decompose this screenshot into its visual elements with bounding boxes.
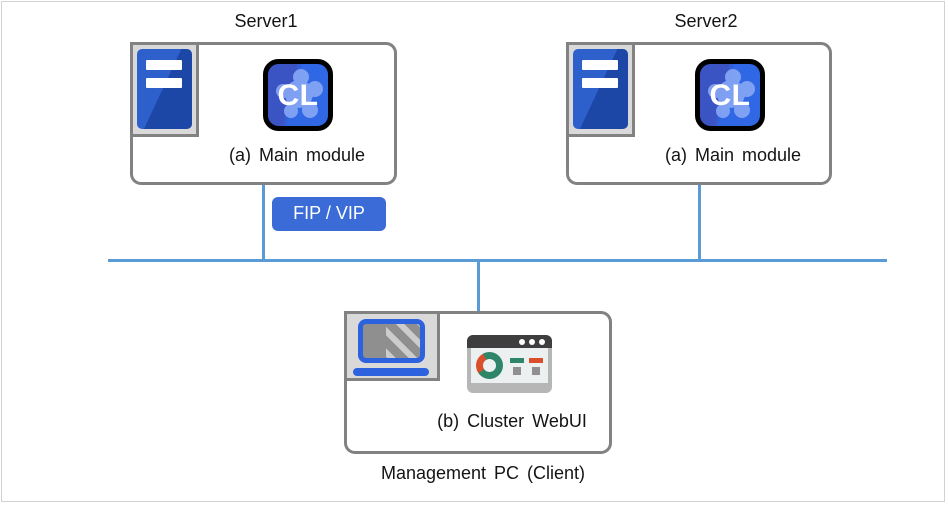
widget-bar-teal — [510, 358, 524, 363]
widget-bar-red — [529, 358, 543, 363]
browser-dashboard-icon — [467, 335, 552, 393]
cluster-webui-label: (b) Cluster WebUI — [437, 411, 587, 431]
browser-dot — [539, 338, 545, 345]
laptop-screen — [358, 319, 425, 363]
server-tower-body — [137, 49, 192, 129]
server2-module-label: (a) Main module — [664, 145, 802, 165]
server-tower-slot — [582, 60, 618, 70]
server-tower-slot — [146, 60, 182, 70]
laptop-icon — [344, 311, 440, 381]
network-bus-line — [108, 259, 887, 262]
browser-dot — [519, 338, 525, 345]
network-line-server2 — [698, 184, 701, 261]
server1-module-label: (a) Main module — [228, 145, 366, 165]
cl-app-icon: CL — [695, 59, 765, 131]
cl-app-icon: CL — [263, 59, 333, 131]
browser-titlebar — [467, 335, 552, 348]
network-line-management-pc — [477, 260, 480, 313]
server2-title: Server2 — [674, 11, 738, 31]
widget-square — [532, 367, 540, 375]
cl-icon-text: CL — [278, 79, 319, 112]
network-line-server1 — [262, 184, 265, 261]
server-tower-slot — [582, 78, 618, 88]
browser-dot — [529, 338, 535, 345]
server-tower-icon — [566, 42, 635, 137]
server-tower-icon — [130, 42, 199, 137]
server1-title: Server1 — [234, 11, 298, 31]
widget-square — [513, 367, 521, 375]
server-tower-body — [573, 49, 628, 129]
laptop-base — [353, 368, 429, 376]
cl-icon-text: CL — [710, 79, 751, 112]
fip-vip-badge: FIP / VIP — [272, 197, 386, 231]
server-tower-slot — [146, 78, 182, 88]
browser-content — [471, 348, 548, 383]
donut-chart-icon — [476, 352, 503, 379]
management-pc-caption: Management PC (Client) — [380, 463, 586, 483]
